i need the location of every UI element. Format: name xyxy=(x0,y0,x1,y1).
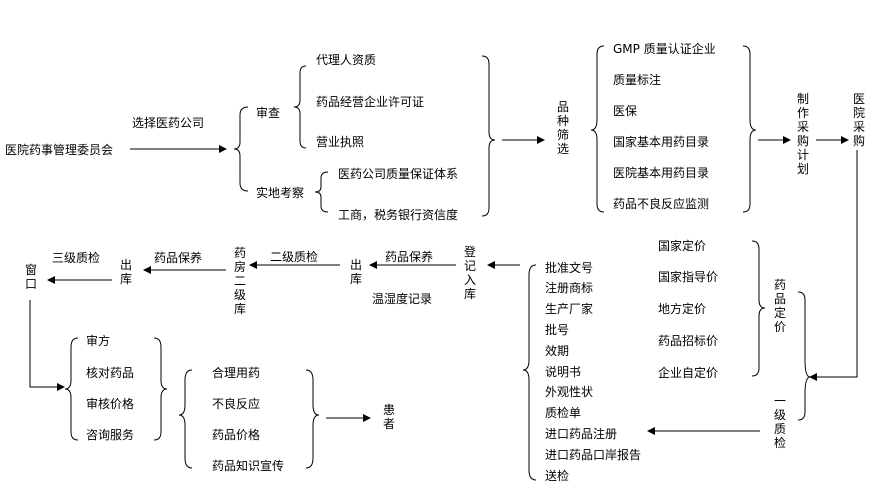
first-inspection-label: 一级质检 xyxy=(773,394,786,450)
site-inspection-label: 实地考察 xyxy=(256,186,305,200)
brace-window-close xyxy=(153,337,168,441)
window-item: 审方 xyxy=(86,334,111,348)
screen-item: GMP 质量认证企业 xyxy=(613,42,716,56)
arrow-purchase-to-inspection xyxy=(809,150,858,381)
brace-site-items xyxy=(314,171,329,213)
storage-item: 药品保养 xyxy=(385,250,434,264)
check-item: 批号 xyxy=(545,323,570,337)
check-item: 效期 xyxy=(545,344,570,358)
site-item: 工商，税务银行资信度 xyxy=(338,208,459,222)
price-item: 国家定价 xyxy=(658,239,707,253)
window-item: 咨询服务 xyxy=(86,428,135,442)
brace-check-items xyxy=(522,264,537,481)
brace-screen-items xyxy=(590,45,605,213)
review-label: 审查 xyxy=(256,106,281,120)
screen-item: 药品不良反应监测 xyxy=(613,197,710,211)
pharmacy-level2-label: 药房二级库 xyxy=(233,246,246,316)
brace-service-items xyxy=(178,369,193,469)
register-in-label: 登记入库 xyxy=(463,245,476,301)
review-item: 代理人资质 xyxy=(316,53,377,67)
brace-window-items xyxy=(64,337,79,441)
out-stock-label: 出库 xyxy=(119,258,132,286)
maintenance-label: 药品保养 xyxy=(154,251,203,265)
window-item: 核对药品 xyxy=(86,366,135,380)
price-item: 企业自定价 xyxy=(658,366,719,380)
select-company-label: 选择医药公司 xyxy=(132,116,205,130)
price-item: 地方定价 xyxy=(658,302,707,316)
brace-review-close xyxy=(481,55,496,217)
third-inspection-label: 三级质检 xyxy=(52,251,101,265)
service-item: 药品知识宣传 xyxy=(212,459,285,473)
storage-item: 温湿度记录 xyxy=(372,292,433,306)
brace-screen-close xyxy=(742,45,757,213)
brace-review-items xyxy=(293,65,307,149)
site-item: 医药公司质量保证体系 xyxy=(338,167,459,181)
pricing-label: 药品定价 xyxy=(773,278,786,334)
review-item: 药品经营企业许可证 xyxy=(316,95,425,109)
brace-service-close xyxy=(305,369,320,469)
variety-screening-label: 品种筛选 xyxy=(556,100,569,156)
window-label: 窗口 xyxy=(24,263,37,291)
second-inspection-label: 二级质检 xyxy=(270,250,319,264)
price-item: 药品招标价 xyxy=(658,334,719,348)
make-plan-label: 制作采购计划 xyxy=(796,92,809,176)
screen-item: 医院基本用药目录 xyxy=(613,166,710,180)
patient-label: 患者 xyxy=(382,403,395,431)
check-item: 质检单 xyxy=(545,406,582,420)
check-item: 进口药品注册 xyxy=(545,427,618,441)
service-item: 不良反应 xyxy=(212,397,261,411)
brace-price-to-inspection xyxy=(797,291,811,421)
service-item: 合理用药 xyxy=(212,366,261,380)
arrow-window-to-items xyxy=(29,300,65,391)
check-item: 生产厂家 xyxy=(545,302,594,316)
screen-item: 国家基本用药目录 xyxy=(613,135,710,149)
review-item: 营业执照 xyxy=(316,135,365,149)
brace-price-items xyxy=(751,240,766,377)
screen-item: 医保 xyxy=(613,104,638,118)
window-item: 审核价格 xyxy=(86,397,135,411)
service-item: 药品价格 xyxy=(212,428,261,442)
out-stock-label: 出库 xyxy=(349,258,362,286)
check-item: 批准文号 xyxy=(545,261,594,275)
check-item: 进口药品口岸报告 xyxy=(545,448,642,462)
committee-label: 医院药事管理委员会 xyxy=(5,143,114,157)
check-item: 送检 xyxy=(545,469,570,483)
price-item: 国家指导价 xyxy=(658,270,719,284)
check-item: 注册商标 xyxy=(545,281,594,295)
check-item: 说明书 xyxy=(545,365,582,379)
brace-review-site xyxy=(233,106,249,192)
check-item: 外观性状 xyxy=(545,385,594,399)
hospital-purchase-label: 医院采购 xyxy=(852,92,865,148)
screen-item: 质量标注 xyxy=(613,73,662,87)
